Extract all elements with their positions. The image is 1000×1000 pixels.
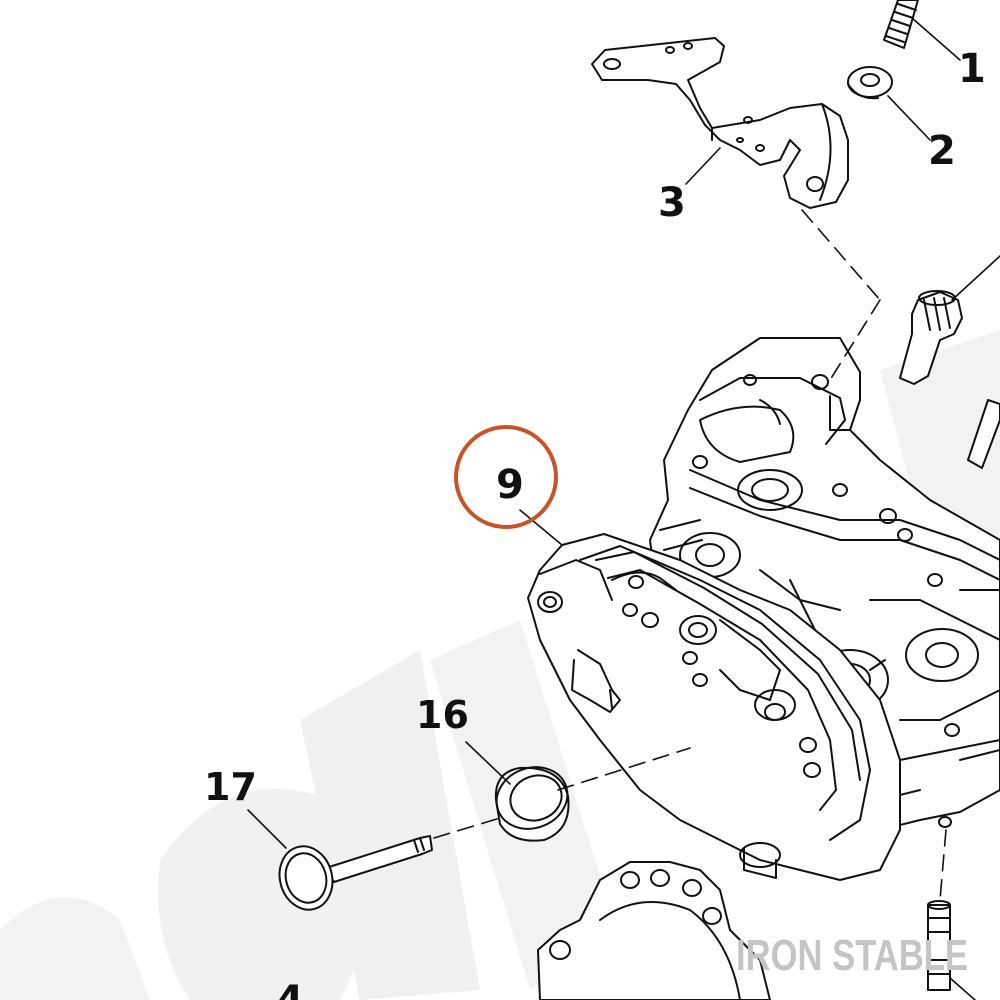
bracket-part-3 [591,37,849,209]
callout-4: 4 [276,978,304,1000]
rocker-housing-part-9 [527,533,1000,881]
stud-right-upper [967,399,1000,469]
brand-watermark: IRON STABLE [736,931,968,980]
callout-2: 2 [928,128,956,174]
valve-seal-part-16 [494,766,570,842]
callout-17: 17 [204,765,257,809]
washer-part-2 [847,66,893,100]
callout-9: 9 [496,462,524,508]
highlight-circle [454,425,558,529]
callout-16: 16 [416,693,469,737]
bolt-part-1 [883,0,919,49]
dowel-pin [927,900,951,991]
assembly-center-lines [433,209,947,901]
leader-lines [247,17,1000,1000]
callout-numbers: 1 2 3 9 16 17 4 [204,46,986,1000]
callout-3: 3 [658,180,686,226]
head-gasket [537,861,771,1000]
callout-1: 1 [958,46,986,92]
cylinder-head [649,337,1000,831]
valve-part-17 [278,835,433,911]
